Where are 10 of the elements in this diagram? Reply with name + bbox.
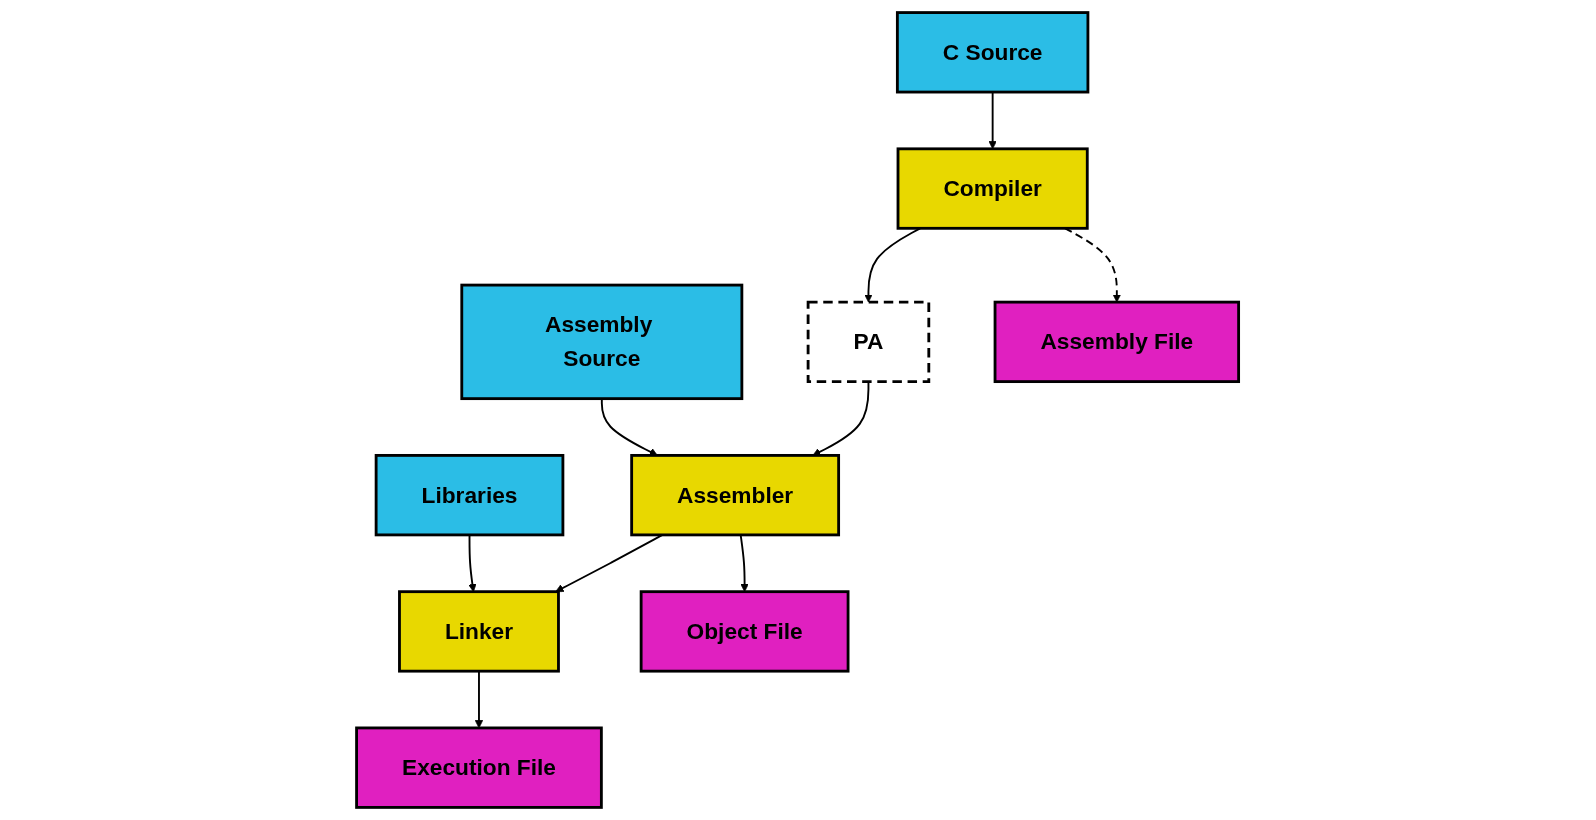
node-box: Assembly Source [460,283,744,401]
node-box: Execution File [355,726,604,809]
node-box: Linker [398,590,561,673]
node-box: Libraries [375,454,565,537]
node-box: Assembler [630,454,841,537]
node-box: PA [807,300,931,384]
node-box: C Source [896,11,1090,94]
node-box: Compiler [897,147,1090,230]
node-box: Assembly File [994,300,1241,384]
node-box: Object File [640,590,850,673]
